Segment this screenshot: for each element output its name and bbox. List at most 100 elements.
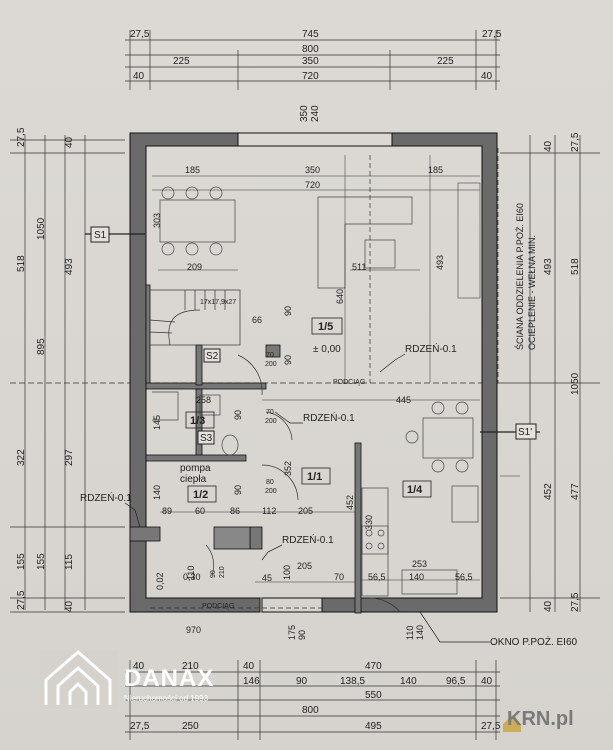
- window-note: OKNO P.POŻ. EI60: [490, 635, 578, 648]
- dim-misc-23: 253: [412, 559, 427, 569]
- dim-left-11: 27,5: [16, 590, 27, 610]
- dim-in-1: 350: [305, 165, 320, 175]
- dim-left-6: 322: [16, 449, 27, 466]
- pompa-label: pompa: [180, 463, 211, 474]
- dim-misc-5: 90: [283, 355, 293, 365]
- dim-misc-30: 110: [186, 566, 196, 580]
- dim-left-5: 1050: [36, 217, 47, 240]
- bottom-dimension-lines: [125, 660, 500, 740]
- ciepla-label: ciepła: [180, 474, 207, 485]
- section-label-s1: S1: [94, 230, 107, 241]
- dim-misc-14: 140: [152, 485, 162, 500]
- room-label-1-3: 1/3: [190, 415, 205, 427]
- dim-in-3: 720: [305, 180, 320, 190]
- dim-top-4: 225: [173, 56, 190, 67]
- right-dimension-lines: [500, 135, 600, 612]
- dim-misc-6: 258: [196, 395, 211, 405]
- beam-lines: [150, 148, 499, 609]
- dim-in-8: 493: [435, 255, 445, 270]
- dim-bottom-3: 470: [365, 661, 382, 672]
- dim-right-5: 477: [570, 483, 581, 500]
- dim-misc-34: 100: [282, 565, 292, 580]
- dim-misc-40: 0,30: [183, 572, 201, 582]
- dim-in-5: 209: [187, 262, 202, 272]
- dim-in-6: 511: [352, 262, 366, 272]
- stairs: [149, 289, 241, 346]
- dim-misc-35: 175: [287, 625, 297, 640]
- dim-right-6: 452: [543, 483, 554, 500]
- dim-top-6: 225: [437, 56, 454, 67]
- top-mark: 350 240: [299, 105, 321, 122]
- dim-bottom-4: 146: [243, 676, 260, 687]
- dim-bottom-14: 495: [365, 721, 382, 732]
- dim-in-7: 640: [335, 289, 345, 304]
- level-mark: ± 0,00: [313, 344, 341, 355]
- annotation-leaders: [124, 353, 490, 643]
- dim-right-4: 1050: [570, 372, 581, 395]
- dim-misc-3: 70: [266, 352, 274, 359]
- dim-left-1: 40: [64, 136, 75, 148]
- dim-misc-1: 66: [252, 315, 262, 325]
- dim-bottom-12: 27,5: [130, 721, 150, 732]
- dim-bottom-0: 40: [133, 661, 145, 672]
- room-label-1-2: 1/2: [193, 489, 208, 501]
- dim-bottom-13: 250: [182, 721, 199, 732]
- podciag-label-2: PODCIĄG: [202, 603, 234, 610]
- dim-misc-31: 90: [210, 570, 217, 578]
- room-label-1-4: 1/4: [407, 484, 423, 496]
- sofa: [317, 196, 413, 289]
- dim-misc-20: 205: [297, 561, 312, 571]
- dim-bottom-9: 40: [481, 676, 493, 687]
- dim-misc-4: 200: [265, 361, 277, 368]
- outer-walls: [129, 132, 498, 613]
- interior-dimensions: 185 350 185 720 303 209 511 640 493 17x1…: [152, 165, 473, 640]
- dim-misc-24: 140: [409, 572, 424, 582]
- dim-top-1: 745: [302, 29, 319, 40]
- dim-misc-13: 200: [265, 488, 277, 495]
- dim-top-2: 27,5: [482, 29, 502, 40]
- dim-top-0: 27,5: [130, 29, 150, 40]
- dim-misc-21: 70: [334, 572, 344, 582]
- dim-misc-16: 60: [195, 506, 205, 516]
- dim-left-0: 27,5: [16, 127, 27, 147]
- left-dimensions: 27,5 40 518 895 493 1050 322 297 155 155…: [16, 127, 75, 612]
- dim-topmark-0: 350: [299, 105, 310, 122]
- dim-misc-11: 90: [233, 485, 243, 495]
- dim-misc-15: 89: [162, 506, 172, 516]
- brand-tagline: Nieruchomości od 1993: [124, 694, 209, 703]
- dim-misc-8: 90: [233, 410, 243, 420]
- rdzen-label-4: RDZEŃ-0.1: [282, 533, 334, 546]
- danax-logo-mark: [40, 650, 118, 708]
- krn-watermark: KRN.pl: [507, 708, 574, 730]
- dim-left-9: 155: [36, 553, 47, 570]
- door-swings: [205, 354, 401, 613]
- wall-note-1: ŚCIANA ODDZIELENIA P.POŻ. EI60: [514, 203, 525, 350]
- dim-misc-36: 90: [297, 630, 307, 640]
- bottom-dimensions: 40 210 40 470 146 90 138,5 140 96,5 40 5…: [130, 661, 501, 732]
- dim-misc-10: 200: [265, 418, 277, 425]
- dim-misc-19: 205: [298, 506, 313, 516]
- dim-misc-12: 80: [266, 479, 274, 486]
- dim-bottom-11: 800: [302, 705, 319, 716]
- dim-right-8: 40: [543, 600, 554, 612]
- dim-misc-37: 110: [405, 626, 415, 640]
- dim-right-7: 27,5: [570, 592, 581, 612]
- section-markers: S1 S1' S2 S3: [85, 226, 540, 445]
- dim-misc-28: 352: [283, 461, 293, 476]
- inner-walls: [129, 284, 362, 614]
- wall-note-2: OCIEPLENIE - WEŁNA MIN.: [527, 235, 537, 350]
- dim-misc-32: 210: [219, 566, 226, 578]
- dim-misc-7: 145: [152, 415, 162, 430]
- brand-name: DANAX: [124, 665, 215, 692]
- dim-topmark-1: 240: [310, 105, 321, 122]
- dim-right-0: 40: [543, 140, 554, 152]
- section-label-s1-prime: S1': [518, 427, 532, 438]
- dim-in-4: 303: [152, 213, 162, 228]
- dim-left-7: 297: [64, 449, 75, 466]
- section-label-s3: S3: [200, 433, 213, 444]
- krn-house-icon: [503, 715, 521, 732]
- top-dimensions: 27,5 745 27,5 800 225 350 225 40 720 40: [130, 29, 502, 82]
- annotations: RDZEŃ-0.1 RDZEŃ-0.1 RDZEŃ-0.1 RDZEŃ-0.1 …: [80, 203, 578, 648]
- dim-misc-33: 45: [262, 573, 272, 583]
